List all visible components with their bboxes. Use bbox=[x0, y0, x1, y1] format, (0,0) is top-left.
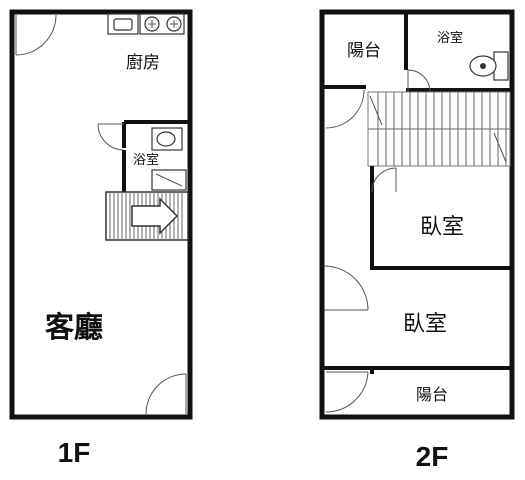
balcony-top-door-arc bbox=[325, 89, 365, 129]
kitchen-label: 廚房 bbox=[126, 52, 160, 73]
bathroom-2f-label: 浴室 bbox=[437, 30, 463, 46]
front-door-arc bbox=[145, 373, 187, 415]
floor-2-outer-wall bbox=[319, 9, 515, 420]
living-room-label: 客廳 bbox=[45, 310, 103, 344]
bedroom-upper-label: 臥室 bbox=[420, 215, 464, 240]
balcony-bottom-label: 陽台 bbox=[416, 385, 448, 404]
stairs-up-arrow-icon bbox=[131, 197, 179, 235]
floor-2-plan: 陽台 浴室 臥室 臥室 陽台 bbox=[319, 9, 515, 420]
balcony-bottom-door-arc bbox=[325, 371, 369, 413]
entry-door-arc bbox=[15, 14, 57, 56]
floor-1-outer-wall bbox=[9, 9, 193, 420]
floor-1-label: 1F bbox=[58, 437, 91, 468]
floor-1-plan: 廚房 浴室 客廳 bbox=[9, 9, 193, 420]
floor-2-label: 2F bbox=[416, 441, 449, 472]
floor-1-stairs bbox=[105, 191, 189, 241]
bedroom-lower-label: 臥室 bbox=[403, 312, 447, 337]
bedroom-lower-door-arc bbox=[323, 265, 369, 311]
bedroom-upper-door-arc bbox=[371, 167, 397, 193]
bathroom-2f-door-arc bbox=[407, 69, 431, 93]
toilet-icon bbox=[156, 131, 176, 147]
bath1-door-arc bbox=[97, 123, 125, 151]
bathroom-1f-label: 浴室 bbox=[133, 152, 159, 168]
balcony-top-label: 陽台 bbox=[347, 41, 381, 61]
floor-2-stairs bbox=[367, 91, 511, 167]
sink-basin-icon bbox=[113, 18, 133, 31]
bedroom-upper-walls bbox=[370, 166, 512, 270]
kitchen-counter bbox=[107, 13, 185, 35]
